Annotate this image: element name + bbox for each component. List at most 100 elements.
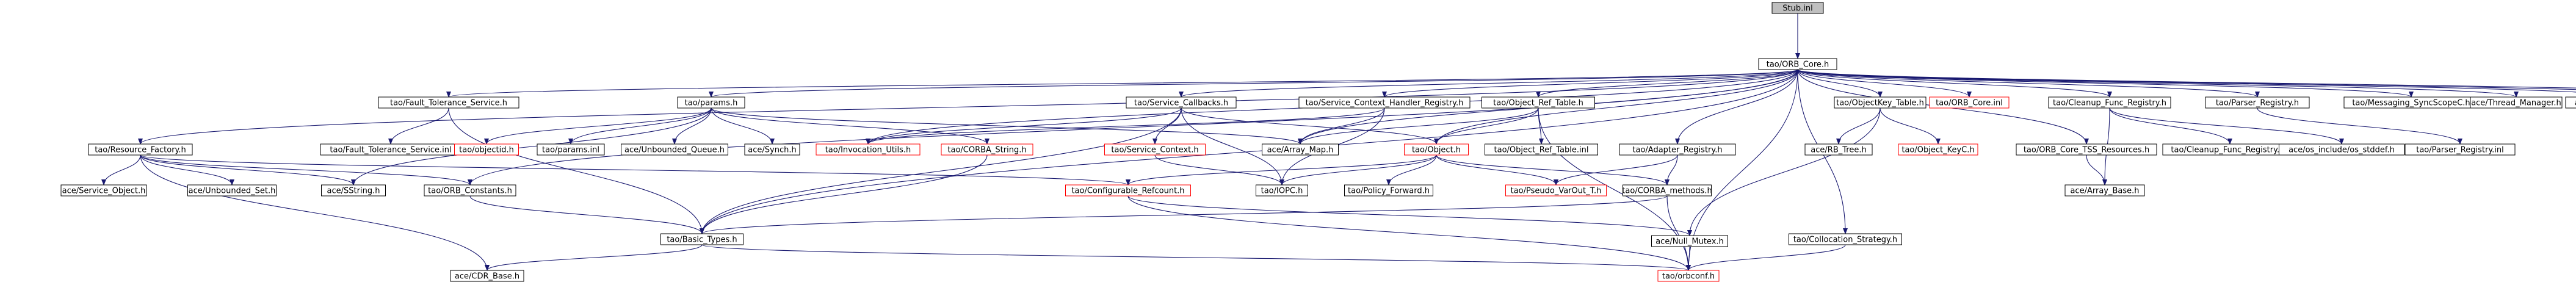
edge-collocation-to-orbconf xyxy=(1686,244,1846,271)
edge-orbcore-to-svccb xyxy=(1179,69,1798,98)
node-stub: Stub.inl xyxy=(1771,2,1824,14)
node-svcctx[interactable]: tao/Service_Context.h xyxy=(1104,143,1206,156)
edge-object-to-policyfwd xyxy=(1386,154,1437,186)
node-osstddef[interactable]: ace/os_include/os_stddef.h xyxy=(2279,143,2404,156)
node-objreftabinl[interactable]: tao/Object_Ref_Table.inl xyxy=(1485,143,1598,156)
node-arraybase[interactable]: ace/Array_Base.h xyxy=(2064,184,2145,197)
node-box xyxy=(1262,143,1339,156)
edge-cleanupfr-to-cleanupfrinl xyxy=(2109,107,2232,145)
node-pseudovar[interactable]: tao/Pseudo_VarOut_T.h xyxy=(1505,184,1607,197)
node-box xyxy=(1256,184,1308,197)
node-policyfwd[interactable]: tao/Policy_Forward.h xyxy=(1344,184,1433,197)
node-svccb[interactable]: tao/Service_Callbacks.h xyxy=(1126,96,1237,109)
node-objectid[interactable]: tao/objectid.h xyxy=(454,143,519,156)
node-params[interactable]: tao/params.h xyxy=(677,96,745,109)
edge-objkeytab-to-objkeyc xyxy=(1880,107,1941,145)
node-threadmgr[interactable]: ace/Thread_Manager.h xyxy=(2470,96,2563,109)
node-object[interactable]: tao/Object.h xyxy=(1404,143,1469,156)
node-box xyxy=(454,143,519,156)
node-unbset[interactable]: ace/Unbounded_Set.h xyxy=(187,184,277,197)
node-label: ace/os_include/os_stddef.h xyxy=(2288,146,2395,155)
node-label: tao/Service_Context_Handler_Registry.h xyxy=(1306,99,1464,108)
node-schreg[interactable]: tao/Service_Context_Handler_Registry.h xyxy=(1298,96,1471,109)
node-ftsvc[interactable]: tao/Fault_Tolerance_Service.h xyxy=(378,96,519,109)
node-paramsinl[interactable]: tao/params.inl xyxy=(537,143,605,156)
node-label: tao/Object_Ref_Table.h xyxy=(1493,99,1583,108)
node-box xyxy=(1771,2,1824,14)
node-box xyxy=(1344,184,1433,197)
node-box xyxy=(621,143,728,156)
node-invutils[interactable]: tao/Invocation_Utils.h xyxy=(816,143,921,156)
node-parserreginl[interactable]: tao/Parser_Registry.inl xyxy=(2404,143,2516,156)
node-cleanupfrinl[interactable]: tao/Cleanup_Func_Registry.inl xyxy=(2162,143,2298,156)
edge-params-to-paramsinl xyxy=(568,107,712,145)
node-corbastring[interactable]: tao/CORBA_String.h xyxy=(941,143,1033,156)
node-box xyxy=(1485,143,1598,156)
node-cleanupfr[interactable]: tao/Cleanup_Func_Registry.h xyxy=(2048,96,2171,109)
node-label: tao/params.inl xyxy=(542,146,599,155)
node-orbcore[interactable]: tao/ORB_Core.h xyxy=(1758,58,1837,70)
node-box xyxy=(1651,235,1728,247)
node-iopc[interactable]: tao/IOPC.h xyxy=(1256,184,1308,197)
node-tssres[interactable]: tao/ORB_Core_TSS_Resources.h xyxy=(2016,143,2157,156)
node-basictypes[interactable]: tao/Basic_Types.h xyxy=(660,233,743,245)
node-orbconf[interactable]: tao/orbconf.h xyxy=(1657,270,1720,282)
node-sstring[interactable]: ace/SString.h xyxy=(321,184,386,197)
node-parserreg[interactable]: tao/Parser_Registry.h xyxy=(2205,96,2310,109)
edge-orbcore-to-orbconf xyxy=(1686,69,1798,271)
node-rbtree[interactable]: ace/RB_Tree.h xyxy=(1804,143,1873,156)
node-objreftab[interactable]: tao/Object_Ref_Table.h xyxy=(1482,96,1595,109)
node-label: ace/Array_Base.h xyxy=(2070,187,2139,196)
edge-tssres-to-arraybase xyxy=(2086,154,2107,186)
node-arraymap[interactable]: ace/Array_Map.h xyxy=(1262,143,1339,156)
edge-orbcore-to-resfactory xyxy=(138,69,1798,145)
edge-orbcore-to-parserreg xyxy=(1797,69,2260,98)
node-synch[interactable]: ace/Synch.h xyxy=(744,143,800,156)
node-label: tao/Messaging_SyncScopeC.h xyxy=(2352,99,2470,108)
node-collocation[interactable]: tao/Collocation_Strategy.h xyxy=(1789,233,1902,245)
node-cdrbase[interactable]: ace/CDR_Base.h xyxy=(450,270,524,282)
node-box xyxy=(1657,270,1720,282)
node-box xyxy=(1789,233,1902,245)
node-box xyxy=(1298,96,1471,109)
node-orbconst[interactable]: tao/ORB_Constants.h xyxy=(424,184,516,197)
node-label: ace/RB_Tree.h xyxy=(1811,146,1866,155)
node-objkeyc[interactable]: tao/Object_KeyC.h xyxy=(1898,143,1978,156)
node-confrefcnt[interactable]: tao/Configurable_Refcount.h xyxy=(1065,184,1191,197)
node-box xyxy=(677,96,745,109)
node-label: tao/Policy_Forward.h xyxy=(1348,187,1430,196)
node-objkeytab[interactable]: tao/ObjectKey_Table.h xyxy=(1834,96,1927,109)
edge-schreg-to-arraymap xyxy=(1298,107,1385,145)
edge-orbcore-to-basictypes xyxy=(700,69,1798,234)
node-label: ace/Service_Object.h xyxy=(62,187,146,196)
node-corbamethods[interactable]: tao/CORBA_methods.h xyxy=(1622,184,1712,197)
node-label: tao/params.h xyxy=(685,99,738,108)
node-orbcoreinl[interactable]: tao/ORB_Core.inl xyxy=(1929,96,2010,109)
node-box xyxy=(60,184,147,197)
node-box xyxy=(2064,184,2145,197)
edge-orbcore-to-schreg xyxy=(1382,69,1798,98)
node-label: tao/ORB_Core.h xyxy=(1767,60,1829,70)
node-ftsvcinl[interactable]: tao/Fault_Tolerance_Service.inl xyxy=(320,143,461,156)
node-adapterreg[interactable]: tao/Adapter_Registry.h xyxy=(1619,143,1736,156)
node-unbq[interactable]: ace/Unbounded_Queue.h xyxy=(621,143,728,156)
node-label: ace/Array_Map.h xyxy=(1267,146,1334,155)
node-label: tao/objectid.h xyxy=(459,146,514,155)
node-lockadapter[interactable]: ace/Lock_Adapter_T.h xyxy=(2565,96,2576,109)
edge-params-to-arraymap xyxy=(711,107,1303,145)
node-resfactory[interactable]: tao/Resource_Factory.h xyxy=(88,143,193,156)
edge-object-to-iopc xyxy=(1279,154,1437,186)
edge-object-to-corbamethods xyxy=(1436,154,1670,186)
node-msgsync[interactable]: tao/Messaging_SyncScopeC.h xyxy=(2343,96,2479,109)
node-svcobject[interactable]: ace/Service_Object.h xyxy=(60,184,147,197)
node-box xyxy=(187,184,277,197)
node-label: tao/ORB_Constants.h xyxy=(428,187,512,196)
node-label: tao/Object_KeyC.h xyxy=(1901,146,1974,155)
node-label: tao/Configurable_Refcount.h xyxy=(1071,187,1184,196)
edge-orbcore-to-lockadapter xyxy=(1797,69,2576,93)
node-label: tao/Resource_Factory.h xyxy=(95,146,186,155)
node-nullmutex[interactable]: ace/Null_Mutex.h xyxy=(1651,235,1728,247)
node-label: tao/Basic_Types.h xyxy=(667,236,737,245)
node-box xyxy=(2565,96,2576,109)
